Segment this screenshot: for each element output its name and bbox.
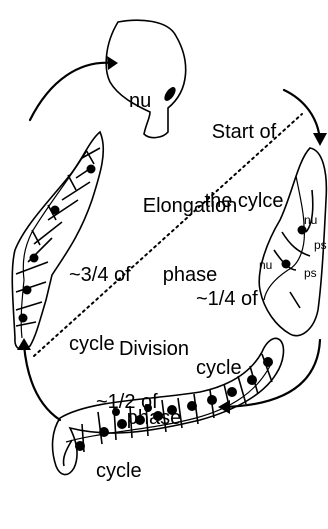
- one-half-line-1: ~1/2 of: [96, 391, 158, 414]
- one-half-line-2: cycle: [96, 460, 158, 483]
- one-quarter-line-2: cycle: [196, 357, 258, 380]
- one-half-cycle-label: ~1/2 of cycle: [96, 345, 158, 529]
- cell-cycle-diagram: nu Start of the cylce Elongation phase ~…: [0, 0, 328, 486]
- cycle-arrow-bottom-left: [24, 345, 60, 420]
- one-quarter-cycle-label: ~1/4 of cycle: [196, 242, 258, 426]
- arrowhead-top-right: [313, 133, 327, 146]
- three-quarter-line-1: ~3/4 of: [69, 264, 131, 287]
- right-cell-nucleus-label-a: nu: [304, 213, 317, 227]
- right-cell-ps-label-a: ps: [314, 238, 327, 252]
- elongation-phase-line-1: Elongation: [135, 195, 245, 218]
- start-of-cycle-line-1: Start of: [194, 121, 294, 144]
- right-cell-nucleus-label-b: nu: [259, 258, 272, 272]
- right-cell-ps-label-b: ps: [304, 266, 317, 280]
- cell-start: [106, 20, 185, 137]
- arrowhead-top-left: [107, 56, 118, 70]
- nucleus-label-top: nu: [129, 90, 151, 113]
- cycle-arrow-top-left: [30, 63, 113, 120]
- one-quarter-line-1: ~1/4 of: [196, 288, 258, 311]
